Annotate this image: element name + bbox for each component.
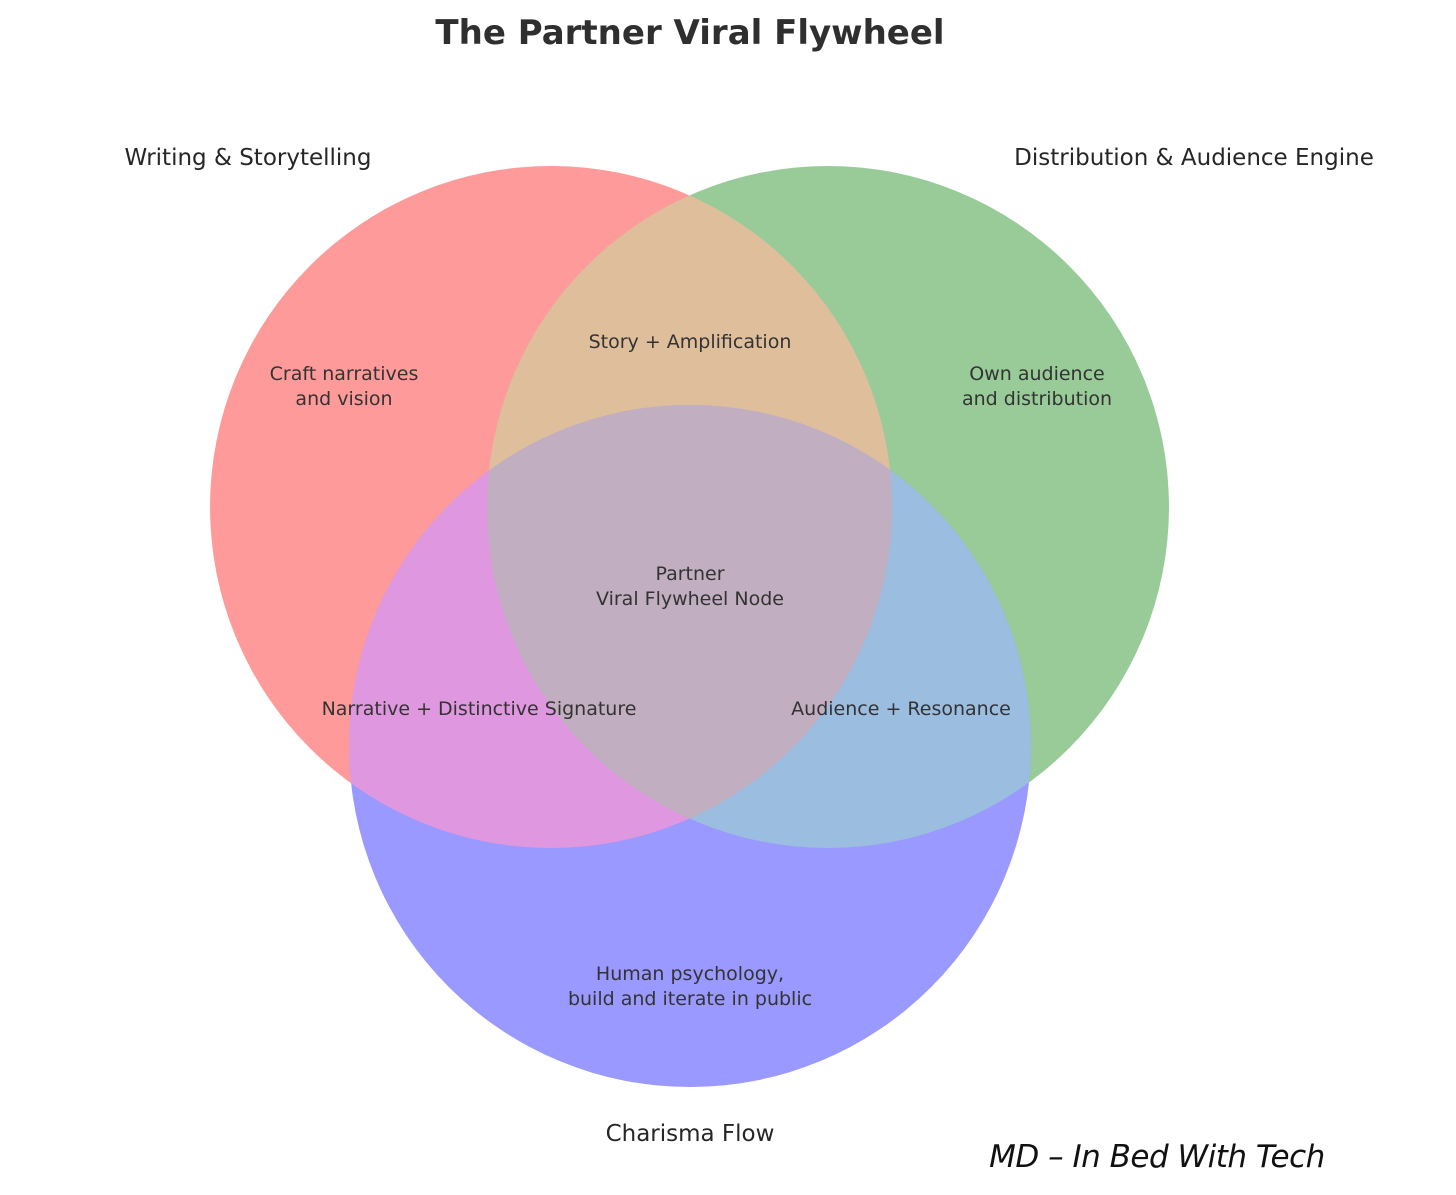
- region-distribution-only-line-2: and distribution: [962, 388, 1112, 410]
- set-label-distribution: Distribution & Audience Engine: [1014, 145, 1374, 171]
- region-charisma-only-line-1: Human psychology,: [596, 963, 784, 985]
- region-writing-distribution: Story + Amplification: [589, 331, 792, 353]
- region-distribution-only-line-1: Own audience: [969, 363, 1104, 385]
- region-writing-charisma: Narrative + Distinctive Signature: [322, 698, 637, 720]
- region-center-line-1: Partner: [655, 563, 724, 585]
- overlap-center: [487, 405, 892, 848]
- region-writing-only-line-1: Craft narratives: [270, 363, 419, 385]
- region-charisma-only-line-2: build and iterate in public: [568, 988, 812, 1010]
- region-writing-only-line-2: and vision: [295, 388, 392, 410]
- region-distribution-charisma: Audience + Resonance: [791, 698, 1011, 720]
- set-label-writing: Writing & Storytelling: [125, 145, 372, 171]
- set-label-charisma: Charisma Flow: [606, 1121, 775, 1147]
- diagram-title: The Partner Viral Flywheel: [435, 13, 944, 53]
- region-center-line-2: Viral Flywheel Node: [596, 588, 784, 610]
- author-signature: MD – In Bed With Tech: [989, 1139, 1325, 1175]
